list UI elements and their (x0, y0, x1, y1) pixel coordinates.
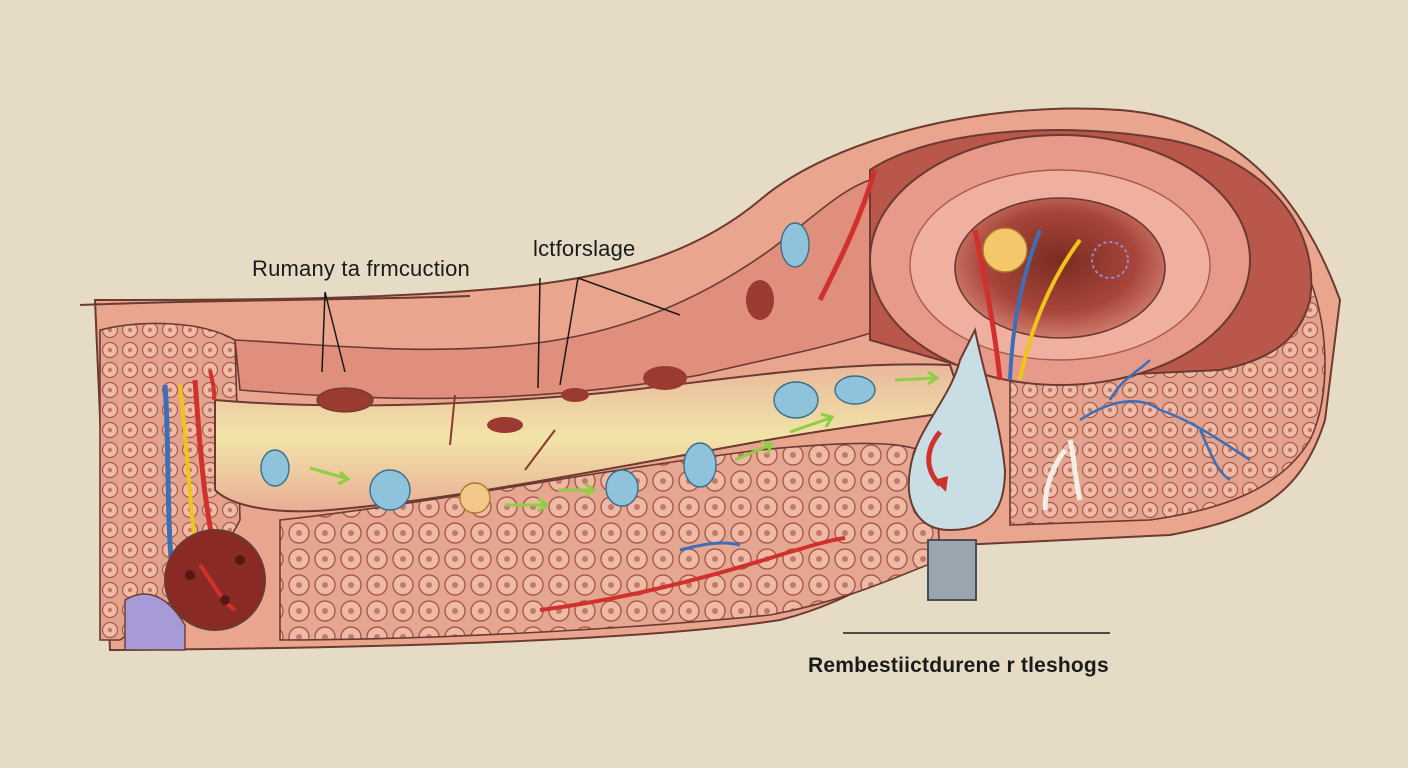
blood-vessel-icon (1042, 359, 1251, 511)
circulation-chamber (164, 529, 266, 631)
fiber-group (449, 394, 556, 471)
label-upper-left: Rumany ta frmcuction (252, 256, 470, 281)
organ-outlet (907, 326, 1007, 601)
flow-arrow-icon (309, 466, 346, 480)
organism-icon (605, 469, 639, 507)
blood-vessel-icon (817, 169, 1082, 381)
flow-arrow-group (309, 370, 940, 513)
flow-arrow-icon (894, 376, 936, 382)
label-upper-center: lctforslage (533, 236, 636, 261)
muscle-band-upper (234, 178, 881, 400)
organism-icon (683, 442, 717, 488)
organ-bowl (869, 129, 1313, 386)
circulation-arrow-icon (198, 563, 237, 612)
blood-vessel-icon (539, 536, 846, 612)
leader-lines (321, 277, 1110, 634)
particle-cluster-icon (982, 227, 1028, 273)
organism-icon (780, 222, 810, 268)
purple-tissue (124, 593, 186, 651)
flow-arrow-icon (789, 416, 831, 434)
organism-icon (260, 449, 290, 487)
organism-group (260, 222, 876, 514)
label-lower-right: Rembestiictdurene r tleshogs (808, 654, 1109, 677)
particle-cluster-icon (459, 482, 491, 514)
flow-arrow-icon (734, 443, 771, 462)
clot-group (316, 280, 774, 433)
organism-icon (773, 381, 819, 419)
organism-icon (369, 469, 411, 511)
organism-icon (834, 375, 876, 405)
outlet-tube (927, 539, 977, 601)
